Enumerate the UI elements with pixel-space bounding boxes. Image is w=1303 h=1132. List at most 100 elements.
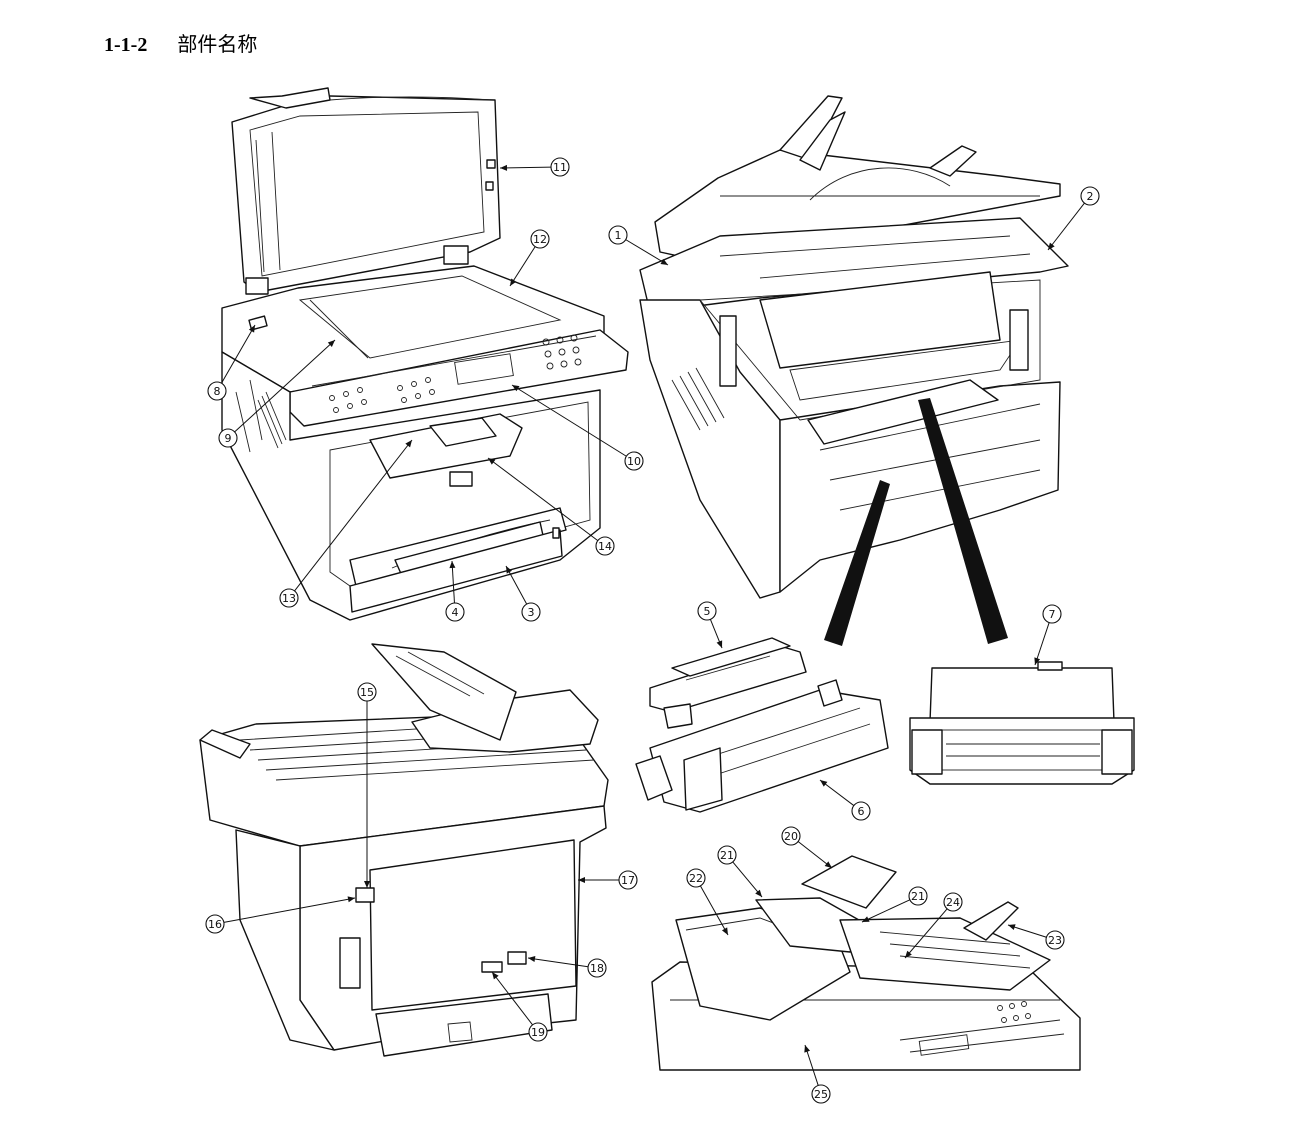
front-view-illustration [221,87,629,621]
callout-c12: 12 [509,229,550,287]
callout-c21b: 21 [861,886,928,923]
callout-circle [279,588,299,608]
arrowhead [721,927,728,935]
callout-number: 25 [814,1088,828,1101]
arrowhead [1034,657,1041,665]
arrowhead [488,458,496,465]
callout-circle [717,845,737,865]
callout-number: 20 [784,830,798,843]
rear-view-illustration [199,643,609,1057]
arrowhead [364,881,370,888]
callout-circle [550,157,570,177]
callout-number: 3 [528,606,535,619]
arrowhead [327,340,335,347]
callout-number: 2 [1087,190,1094,203]
leader-line [804,1044,819,1086]
arrowhead [578,877,585,883]
callout-number: 19 [531,1026,545,1039]
callout-c16: 16 [205,896,356,934]
arrowhead [405,440,412,448]
callout-number: 21 [720,849,734,862]
callout-c20: 20 [781,826,833,869]
callout-c24: 24 [904,892,963,959]
callout-number: 14 [598,540,612,553]
leader-line [294,439,413,592]
section-heading: 1-1-2 部件名称 [104,30,257,59]
leader-line [904,908,948,959]
callout-circle [851,801,871,821]
arrowhead [500,164,508,171]
arrowhead [862,916,870,922]
callout-circle [587,958,607,978]
callout-circle [686,868,706,888]
callout-c5: 5 [697,601,723,649]
callout-circle [624,451,644,471]
callout-c17: 17 [578,870,638,890]
arrowhead [449,561,456,569]
callout-number: 12 [533,233,547,246]
arrowhead [716,640,723,648]
callout-c14: 14 [487,457,615,556]
callout-number: 21 [911,890,925,903]
callout-circle [608,225,628,245]
callout-number: 15 [360,686,374,699]
arrowhead [1008,924,1016,930]
leader-line [511,384,627,457]
leader-line [487,457,599,541]
callout-c22: 22 [686,868,729,936]
callout-circle [595,536,615,556]
callout-circle [445,602,465,622]
callout-c15: 15 [357,682,377,888]
open-view-illustration [639,95,1069,646]
callout-number: 13 [282,592,296,605]
callout-number: 5 [704,605,711,618]
callout-circle [781,826,801,846]
callout-number: 9 [225,432,232,445]
callout-circle [205,914,225,934]
callout-circle [1045,930,1065,950]
arrowhead [528,956,536,962]
callout-number: 22 [689,872,703,885]
callout-c18: 18 [527,956,607,978]
arrowhead [905,950,912,958]
callout-c1: 1 [608,225,669,266]
callout-circle [908,886,928,906]
callout-number: 4 [452,606,459,619]
callout-c19: 19 [491,971,548,1042]
section-title: 部件名称 [177,32,258,56]
leader-line [732,861,763,898]
arrowhead [1048,242,1055,250]
callout-circle [618,870,638,890]
callout-number: 7 [1049,608,1056,621]
callout-number: 18 [590,962,604,975]
callout-number: 11 [553,161,567,174]
callout-circle [357,682,377,702]
callout-c11: 11 [499,157,570,177]
developer-unit-illustration [635,679,889,813]
callout-c2: 2 [1047,186,1100,251]
callout-c6: 6 [819,779,871,821]
callout-circle [697,601,717,621]
leader-line [499,166,552,169]
callout-circle [1042,604,1062,624]
arrowhead [510,278,517,286]
callout-c13: 13 [279,439,413,608]
callout-circle [528,1022,548,1042]
arrowhead [755,889,762,897]
leader-line [861,899,911,923]
leader-line [797,841,833,869]
section-number: 1-1-2 [104,34,148,56]
callout-c23: 23 [1007,924,1065,950]
callout-c3: 3 [505,565,541,622]
leader-line [1034,622,1050,666]
callout-circle [1080,186,1100,206]
callout-circle [943,892,963,912]
leader-line [451,560,455,604]
callout-circle [521,602,541,622]
leader-line [699,885,729,936]
callout-number: 17 [621,874,635,887]
callout-number: 8 [214,385,221,398]
arrowhead [506,566,512,574]
leader-line [505,565,528,605]
